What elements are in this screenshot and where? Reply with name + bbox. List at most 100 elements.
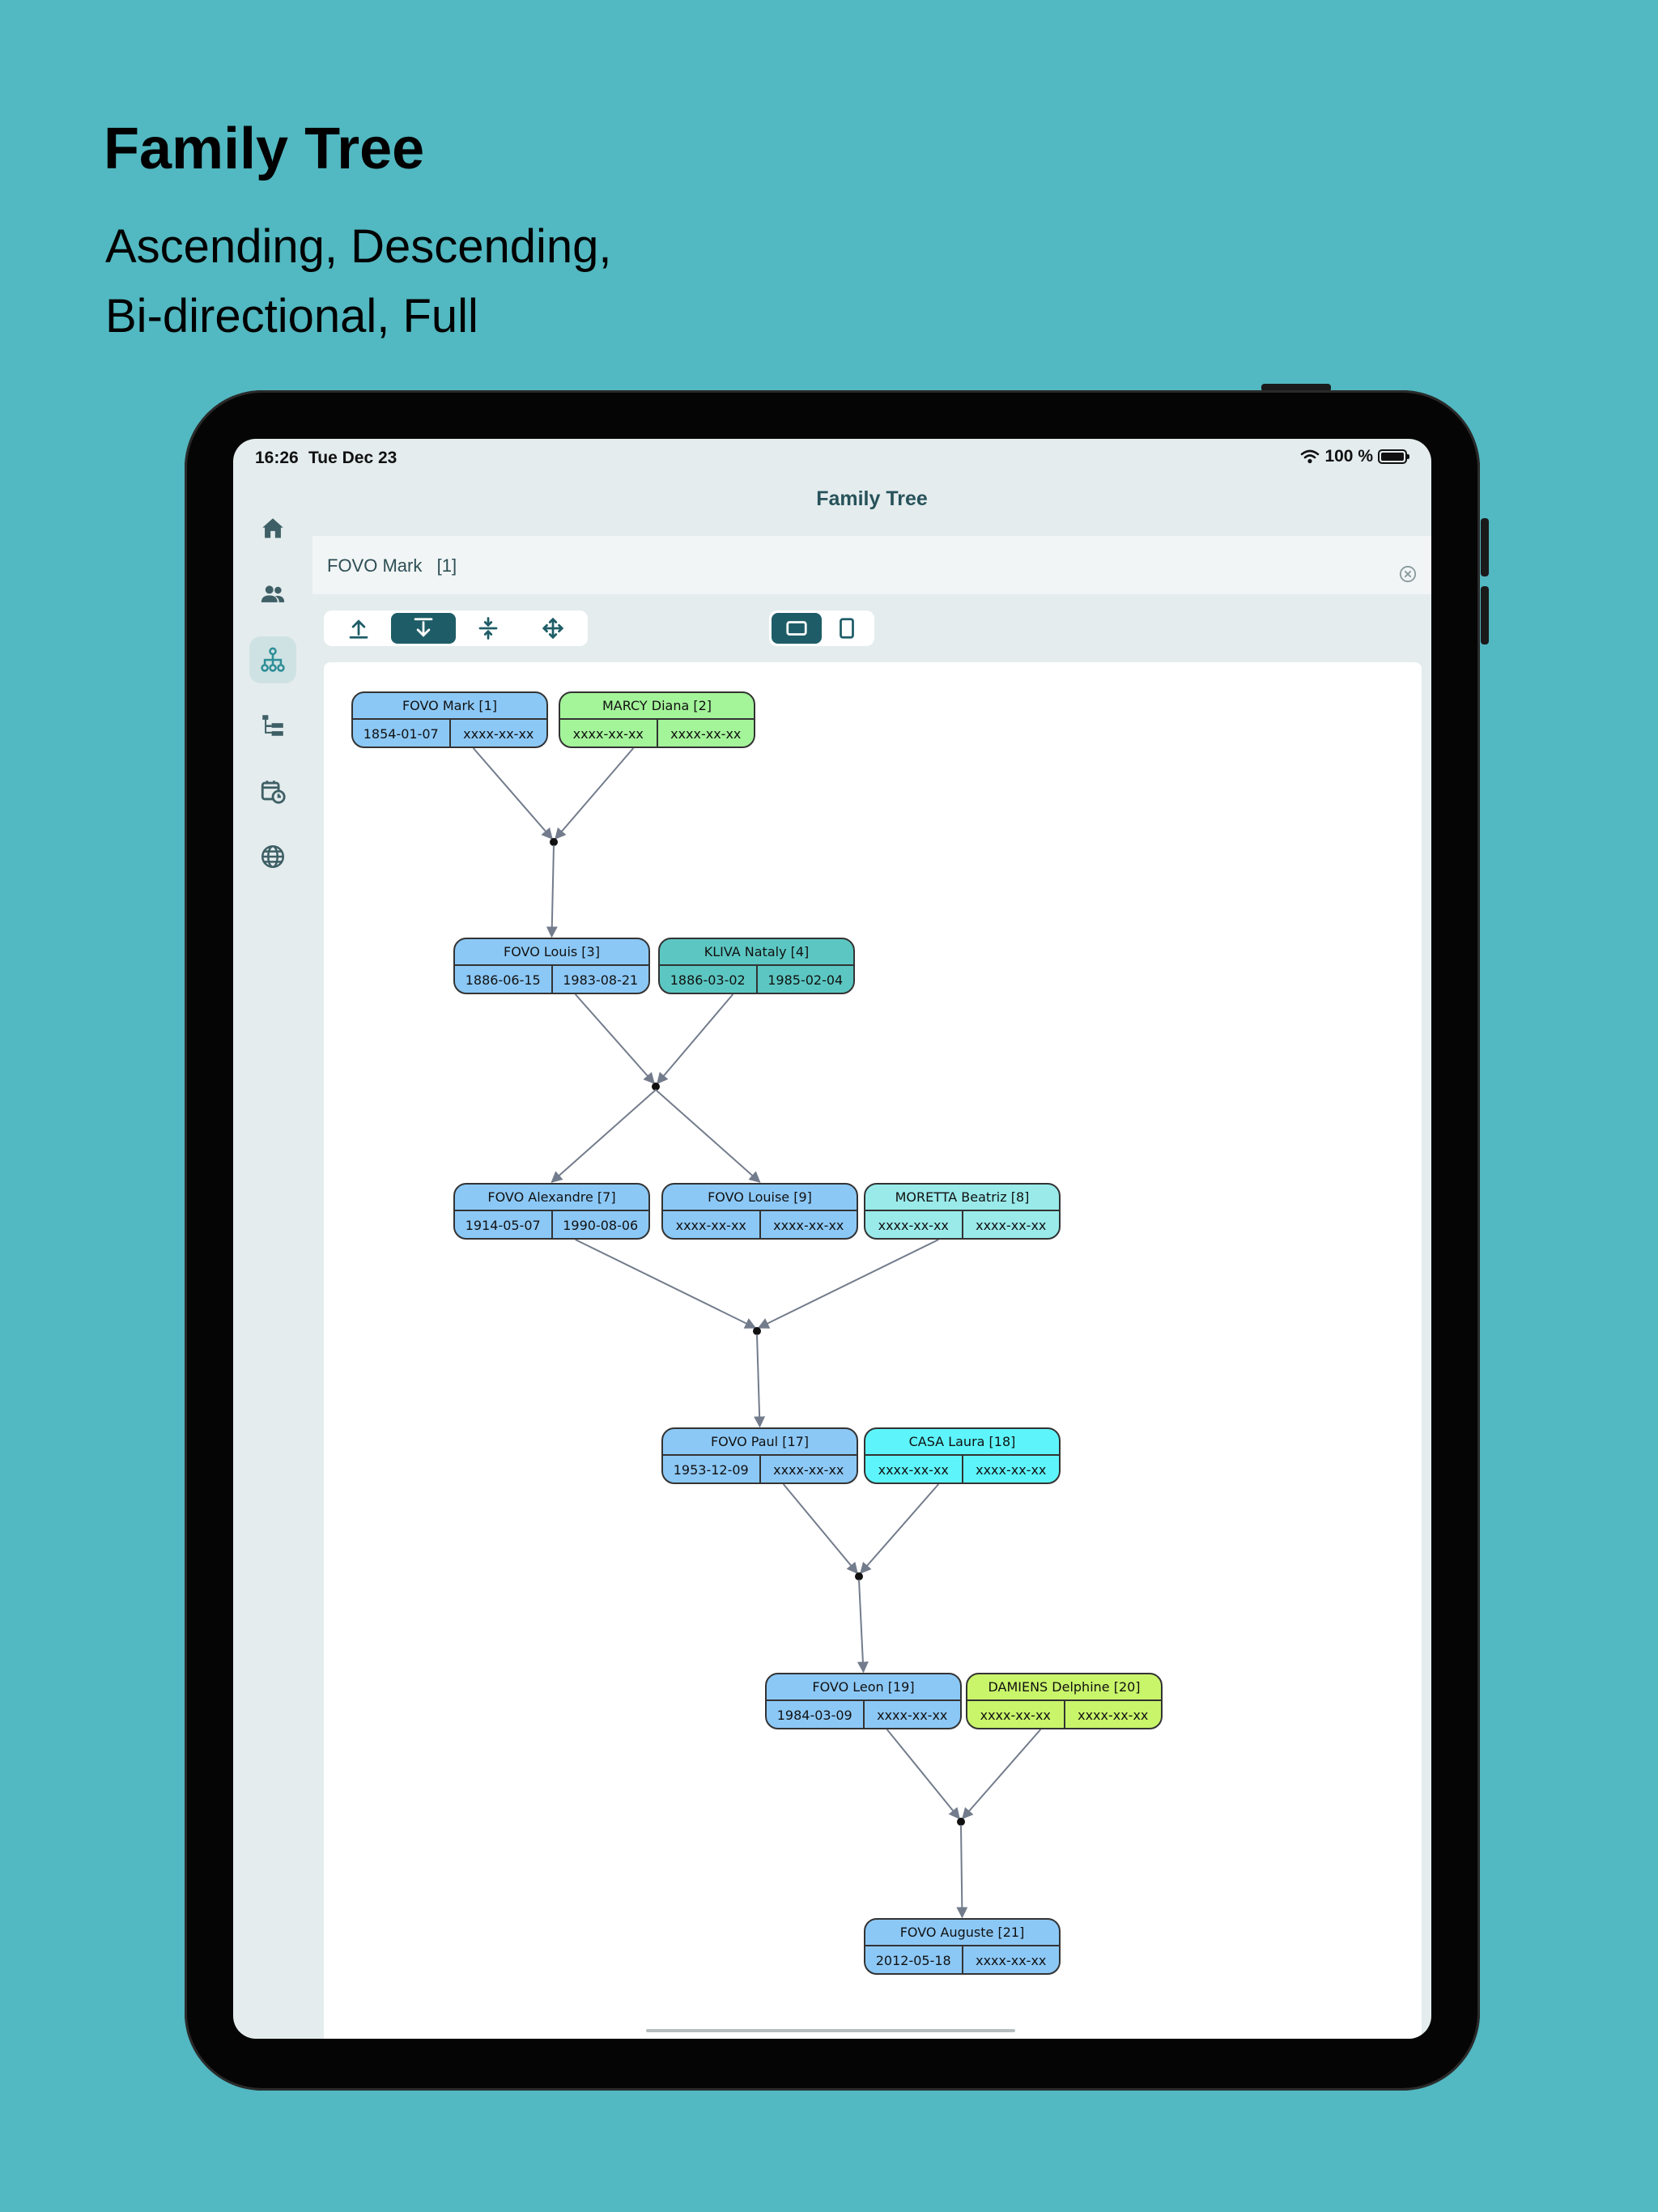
- bidirectional-icon: [478, 617, 498, 640]
- union-point: [855, 1572, 863, 1580]
- tree-icon: [261, 647, 285, 672]
- birth-date: 1984-03-09: [776, 1708, 852, 1723]
- person-node[interactable]: KLIVA Nataly [4] 1886-03-02 1985-02-04: [658, 938, 855, 994]
- person-name: CASA Laura [18]: [865, 1429, 1059, 1456]
- union-point: [957, 1818, 965, 1826]
- sidebar-item-family-tree[interactable]: [249, 636, 296, 683]
- landscape-mode-button[interactable]: [772, 613, 822, 644]
- descending-mode-button[interactable]: [391, 613, 456, 644]
- tree-connector: [575, 1239, 757, 1329]
- landscape-icon: [786, 621, 807, 636]
- death-date: xxxx-xx-xx: [656, 720, 755, 747]
- person-node[interactable]: FOVO Leon [19] 1984-03-09 xxxx-xx-xx: [765, 1673, 962, 1729]
- birth-date: 1914-05-07: [465, 1218, 541, 1233]
- sidebar-item-calendar[interactable]: [249, 768, 296, 815]
- search-input-value: FOVO Mark [1]: [327, 555, 457, 576]
- death-date: xxxx-xx-xx: [759, 1211, 857, 1238]
- person-name: MORETTA Beatriz [8]: [865, 1185, 1059, 1211]
- sidebar-item-list[interactable]: [249, 702, 296, 749]
- person-dates: 1984-03-09 xxxx-xx-xx: [767, 1701, 961, 1728]
- tree-connectors: [472, 747, 1042, 1919]
- death-date: xxxx-xx-xx: [961, 1211, 1060, 1238]
- descending-icon: [414, 618, 433, 637]
- union-point: [550, 838, 558, 846]
- tablet-device: 16:26 Tue Dec 23 100 %: [185, 390, 1480, 2091]
- tree-connector: [551, 1089, 657, 1183]
- death-date: xxxx-xx-xx: [759, 1456, 857, 1482]
- tree-connector: [657, 993, 734, 1085]
- person-name: KLIVA Nataly [4]: [660, 939, 853, 966]
- person-name: DAMIENS Delphine [20]: [967, 1674, 1161, 1701]
- birth-date: 1854-01-07: [363, 726, 439, 742]
- promo-subtitle-line-2: Bi-directional, Full: [105, 290, 478, 342]
- ascending-mode-button[interactable]: [326, 613, 391, 644]
- person-name: FOVO Leon [19]: [767, 1674, 960, 1701]
- person-name: FOVO Mark [1]: [353, 693, 546, 720]
- promo-subtitle-line-1: Ascending, Descending,: [105, 220, 612, 273]
- hierarchy-list-icon: [262, 715, 283, 736]
- full-mode-button[interactable]: [521, 613, 585, 644]
- union-point: [753, 1327, 761, 1335]
- birth-date: xxxx-xx-xx: [572, 726, 644, 742]
- tree-connector: [962, 1729, 1042, 1820]
- tree-connector: [546, 844, 558, 938]
- tree-connector: [860, 1483, 940, 1575]
- promo-title: Family Tree: [104, 117, 425, 181]
- people-icon: [261, 585, 285, 602]
- device-volume-button: [1481, 518, 1489, 576]
- death-date: xxxx-xx-xx: [961, 1946, 1060, 1973]
- portrait-mode-button[interactable]: [822, 613, 872, 644]
- device-top-button: [1261, 384, 1331, 392]
- device-volume-button: [1481, 586, 1489, 644]
- person-name: FOVO Louise [9]: [663, 1185, 857, 1211]
- sidebar-item-home[interactable]: [249, 505, 296, 552]
- status-time: 16:26: [255, 449, 299, 467]
- clear-icon[interactable]: [1399, 565, 1417, 583]
- person-dates: xxxx-xx-xx xxxx-xx-xx: [560, 720, 755, 747]
- direction-mode-selector: [324, 610, 588, 646]
- person-dates: 1914-05-07 1990-08-06: [455, 1211, 649, 1238]
- sidebar-item-globe[interactable]: [249, 833, 296, 880]
- death-date: 1985-02-04: [755, 966, 854, 993]
- tree-connector: [754, 1334, 766, 1428]
- status-bar: 16:26 Tue Dec 23 100 %: [233, 439, 1431, 468]
- status-date: Tue Dec 23: [308, 449, 397, 467]
- tree-connector: [857, 1579, 869, 1674]
- sidebar: [233, 468, 312, 2039]
- sidebar-item-people[interactable]: [249, 571, 296, 618]
- tree-connector: [782, 1483, 858, 1575]
- orientation-selector: [769, 610, 874, 646]
- page-title: Family Tree: [816, 487, 928, 510]
- tree-connector: [574, 993, 655, 1085]
- death-date: 1990-08-06: [551, 1211, 649, 1238]
- bidirectional-mode-button[interactable]: [456, 613, 521, 644]
- person-name: FOVO Auguste [21]: [865, 1920, 1059, 1946]
- person-name: FOVO Paul [17]: [663, 1429, 857, 1456]
- death-date: xxxx-xx-xx: [862, 1701, 961, 1728]
- union-point: [652, 1083, 660, 1091]
- promo-subtitle: Ascending, Descending, Bi-directional, F…: [105, 212, 612, 351]
- battery-icon: [1378, 449, 1409, 464]
- calendar-clock-icon: [261, 781, 286, 804]
- search-input[interactable]: FOVO Mark [1]: [312, 536, 1431, 594]
- battery-percentage: 100 %: [1324, 447, 1373, 466]
- birth-date: 1886-03-02: [670, 972, 746, 988]
- portrait-icon: [840, 618, 854, 639]
- tree-connector: [757, 1239, 939, 1329]
